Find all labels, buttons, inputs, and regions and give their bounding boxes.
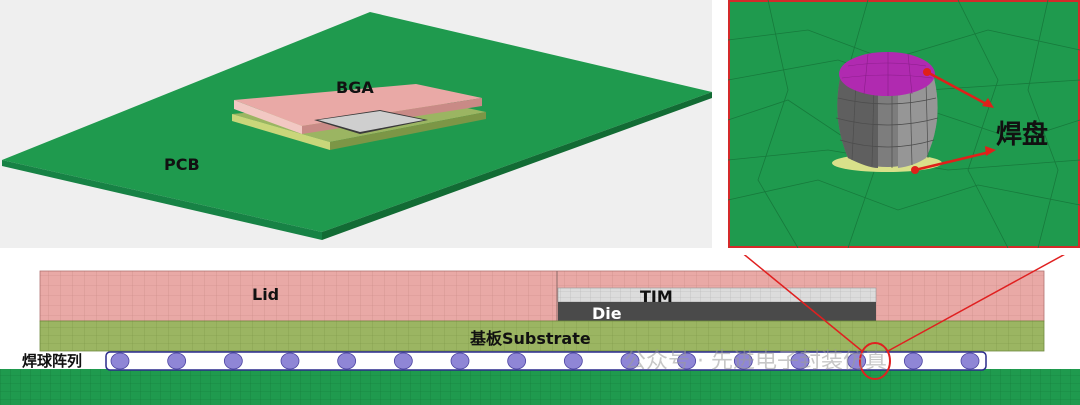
- callout-circle: [859, 342, 891, 380]
- pcb-label: PCB: [164, 155, 200, 174]
- substrate-label: 基板Substrate: [469, 329, 591, 348]
- solder-ball: [280, 352, 300, 370]
- solder-ball: [507, 352, 527, 370]
- solder-balls: [110, 352, 980, 370]
- lid-label: Lid: [252, 285, 279, 304]
- solder-pad-label: 焊盘: [996, 119, 1048, 150]
- solder-ball: [450, 352, 470, 370]
- pcb-board-edge-left: [2, 160, 322, 240]
- isometric-package-view: BGA PCB: [0, 0, 712, 248]
- die-top: [318, 111, 424, 132]
- solder-ball-array-label: 焊球阵列: [22, 352, 82, 370]
- solder-ball: [563, 352, 583, 370]
- solder-ball: [110, 352, 130, 370]
- pcb-section: [0, 369, 1080, 405]
- pad-arrows: [911, 68, 996, 174]
- solder-ball: [337, 352, 357, 370]
- tim-section: [557, 287, 877, 303]
- isometric-package-svg: BGA PCB: [2, 12, 712, 240]
- solder-ball: [167, 352, 187, 370]
- solder-ball: [832, 52, 942, 172]
- lid-front: [234, 100, 302, 134]
- callout-line-left: [743, 255, 863, 352]
- cross-section-svg: Lid TIM Die 基板Substrate 焊球阵列 公众号 · 先进电子封…: [0, 255, 1080, 405]
- solder-ball: [677, 352, 697, 370]
- tim-label: TIM: [640, 287, 673, 306]
- bga-label: BGA: [336, 78, 374, 97]
- solder-ball: [223, 352, 243, 370]
- die-label: Die: [592, 304, 622, 323]
- lid-section: [39, 270, 1045, 322]
- callout-line-right: [887, 255, 1065, 352]
- cross-section-view: Lid TIM Die 基板Substrate 焊球阵列 公众号 · 先进电子封…: [0, 255, 1080, 405]
- solder-ball: [620, 352, 640, 370]
- substrate-side: [330, 112, 486, 150]
- substrate-front: [232, 114, 330, 150]
- pcb-board-edge: [322, 92, 712, 240]
- lid-top: [234, 84, 482, 126]
- die-section: [558, 302, 876, 321]
- substrate-section: [39, 320, 1045, 352]
- solder-ball: [393, 352, 413, 370]
- solder-ball: [960, 352, 980, 370]
- solder-ball-zoom-svg: 焊盘: [728, 0, 1080, 248]
- watermark: 公众号 · 先进电子封装仿真: [624, 349, 887, 374]
- solder-ball: [790, 352, 810, 370]
- zoom-mesh-lines: [728, 0, 1080, 248]
- solder-ball-array-outline: [105, 351, 987, 371]
- solder-ball: [733, 352, 753, 370]
- solder-pad-top: [839, 52, 935, 96]
- solder-ball-zoom-view: 焊盘: [728, 0, 1080, 248]
- solder-ball: [903, 352, 923, 370]
